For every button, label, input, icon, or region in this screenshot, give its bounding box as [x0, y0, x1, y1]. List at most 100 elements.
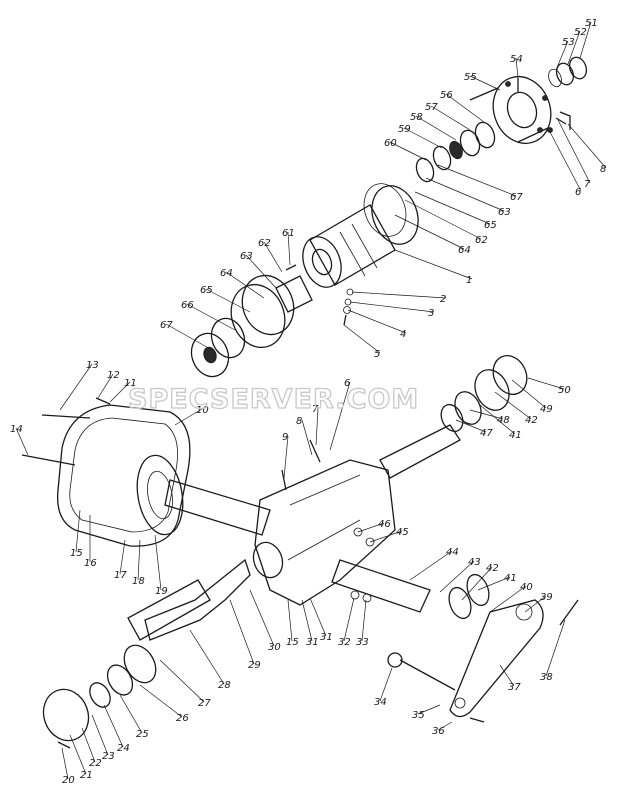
callout-34: 34 [374, 697, 387, 708]
leader-line-36 [437, 721, 453, 731]
leader-line-63 [245, 254, 277, 289]
leader-line-18 [137, 539, 141, 581]
callout-54: 54 [510, 54, 523, 65]
leader-line-51 [579, 21, 592, 59]
leader-line-3 [349, 301, 435, 313]
callout-56: 56 [440, 90, 453, 101]
callout-26: 26 [176, 713, 189, 724]
callout-63: 63 [240, 251, 253, 262]
leader-line-58 [415, 115, 457, 141]
callout-41: 41 [509, 430, 522, 441]
callout-21: 21 [80, 770, 93, 781]
leader-line-65 [414, 191, 491, 225]
watermark: SPECSERVER.COM [128, 384, 419, 415]
callout-5: 5 [374, 349, 380, 360]
leader-line-17 [119, 539, 126, 575]
leader-line-42 [494, 391, 532, 420]
leader-line-67 [437, 164, 517, 197]
leader-line-62 [404, 199, 482, 240]
callout-63: 63 [498, 207, 511, 218]
callout-66: 66 [181, 300, 194, 311]
callout-40: 40 [520, 582, 533, 593]
leader-line-11 [109, 381, 131, 403]
leader-line-33 [361, 599, 367, 642]
callout-47: 47 [480, 428, 493, 439]
callout-6: 6 [575, 187, 581, 198]
leader-line-35 [417, 704, 441, 715]
callout-65: 65 [484, 220, 497, 231]
leader-line-31 [301, 599, 313, 642]
leader-line-52 [567, 30, 581, 65]
leader-line-37 [499, 664, 515, 687]
callout-12: 12 [107, 370, 120, 381]
leader-line-47 [455, 419, 487, 433]
callout-50: 50 [558, 385, 571, 396]
callout-46: 46 [378, 519, 391, 530]
leader-line-14 [15, 427, 29, 456]
callout-60: 60 [384, 138, 397, 149]
callout-55: 55 [464, 72, 477, 83]
leader-line-50 [527, 377, 565, 390]
leader-line-38 [545, 619, 566, 677]
callout-38: 38 [540, 672, 553, 683]
leader-line-6 [549, 131, 582, 192]
leader-line-48 [469, 409, 504, 420]
callout-57: 57 [425, 102, 438, 113]
callout-62: 62 [475, 235, 488, 246]
upper-left-rings [190, 264, 313, 378]
callout-39: 39 [540, 592, 553, 603]
leader-line-41 [477, 576, 511, 591]
leader-line-59 [403, 127, 443, 149]
leader-line-20 [61, 747, 69, 780]
callout-67: 67 [510, 192, 523, 203]
callout-7: 7 [312, 404, 319, 415]
leader-line-8 [567, 123, 607, 169]
leader-line-45 [369, 530, 403, 543]
leader-line-30 [249, 589, 275, 647]
callout-19: 19 [155, 586, 168, 597]
leader-line-41 [479, 404, 516, 435]
callout-51: 51 [585, 18, 598, 29]
leader-line-60 [389, 141, 427, 161]
callout-30: 30 [268, 642, 281, 653]
leader-line-65 [205, 288, 251, 313]
callout-18: 18 [132, 576, 145, 587]
callout-24: 24 [117, 743, 130, 754]
leader-line-12 [97, 373, 114, 399]
leader-line-2 [351, 291, 447, 299]
callout-42: 42 [525, 415, 538, 426]
leader-line-54 [515, 57, 519, 79]
callout-14: 14 [10, 424, 23, 435]
leader-line-55 [469, 75, 501, 91]
main-gearbox-assembly [21, 355, 579, 749]
leader-line-27 [159, 659, 205, 703]
leader-line-31 [309, 597, 327, 637]
leader-line-44 [409, 550, 453, 581]
callout-65: 65 [200, 285, 213, 296]
callout-23: 23 [102, 751, 115, 762]
leader-line-49 [511, 379, 547, 409]
callout-3: 3 [428, 308, 434, 319]
callout-15: 15 [70, 548, 83, 559]
callout-67: 67 [160, 320, 173, 331]
callout-16: 16 [84, 558, 97, 569]
callout-32: 32 [338, 637, 351, 648]
leader-line-67 [165, 323, 213, 351]
callout-7: 7 [584, 179, 591, 190]
leader-line-63 [425, 177, 505, 212]
leader-line-5 [343, 324, 381, 354]
callout-1: 1 [466, 275, 472, 286]
callout-64: 64 [220, 268, 233, 279]
leader-line-34 [379, 667, 393, 702]
leader-line-64 [394, 214, 465, 250]
leader-line-42 [461, 566, 493, 601]
callout-64: 64 [458, 245, 471, 256]
callout-8: 8 [296, 416, 302, 427]
callout-41: 41 [504, 573, 517, 584]
callout-17: 17 [114, 570, 127, 581]
callout-31: 31 [320, 632, 333, 643]
callout-58: 58 [410, 112, 423, 123]
